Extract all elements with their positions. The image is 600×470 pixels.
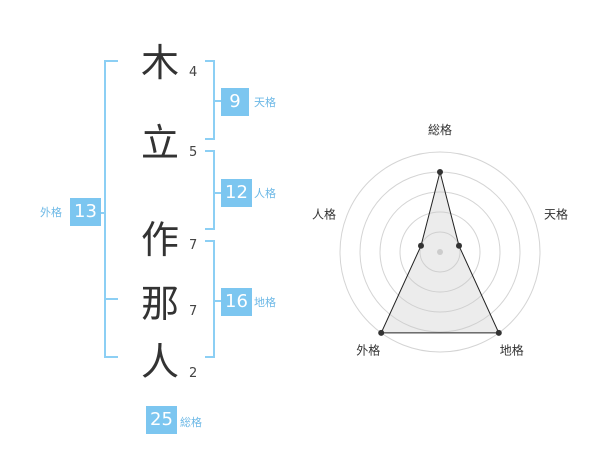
tenkaku-badge: 9 (221, 88, 249, 116)
radar-point (418, 242, 424, 249)
radar-ring (399, 211, 481, 293)
soukaku-badge: 25 (146, 406, 177, 434)
jinkaku-badge: 12 (221, 179, 252, 207)
chikaku-bracket (205, 240, 215, 358)
radar-ring (339, 151, 541, 353)
radar-axis-label: 人格 (312, 206, 336, 221)
radar-center-dot (437, 249, 443, 255)
radar-axis-label: 外格 (356, 343, 380, 358)
radar-ring (419, 231, 461, 273)
chikaku-badge: 16 (221, 288, 252, 316)
gaikaku-middle-tick (104, 298, 118, 300)
name-char-3: 作 (140, 218, 179, 262)
stroke-count-1: 4 (189, 65, 198, 80)
tenkaku-label: 天格 (254, 96, 276, 109)
name-char-4: 那 (140, 282, 179, 326)
radar-axis-label: 天格 (544, 206, 568, 221)
tenkaku-tick (213, 100, 221, 102)
chikaku-label: 地格 (254, 296, 276, 309)
stroke-count-3: 7 (189, 238, 198, 253)
radar-point (456, 242, 462, 249)
stroke-count-2: 5 (189, 145, 198, 160)
radar-axis-label: 地格 (500, 343, 524, 358)
name-char-1: 木 (140, 41, 179, 85)
jinkaku-tick (213, 192, 221, 194)
radar-point (437, 169, 443, 175)
radar-point (495, 329, 502, 336)
jinkaku-label: 人格 (254, 187, 276, 200)
chikaku-tick (213, 300, 221, 302)
soukaku-label: 総格 (180, 416, 202, 429)
gaikaku-label: 外格 (40, 206, 62, 219)
radar-point (378, 329, 385, 336)
gaikaku-tick (98, 212, 106, 214)
gaikaku-bracket (104, 60, 118, 358)
gaikaku-badge: 13 (70, 198, 101, 226)
stroke-count-5: 2 (189, 366, 198, 381)
name-char-5: 人 (140, 340, 179, 384)
stroke-count-4: 7 (189, 304, 198, 319)
radar-axis-label: 総格 (428, 122, 452, 137)
name-char-2: 立 (140, 121, 179, 165)
jinkaku-bracket (205, 150, 215, 230)
radar-ring (379, 191, 501, 313)
